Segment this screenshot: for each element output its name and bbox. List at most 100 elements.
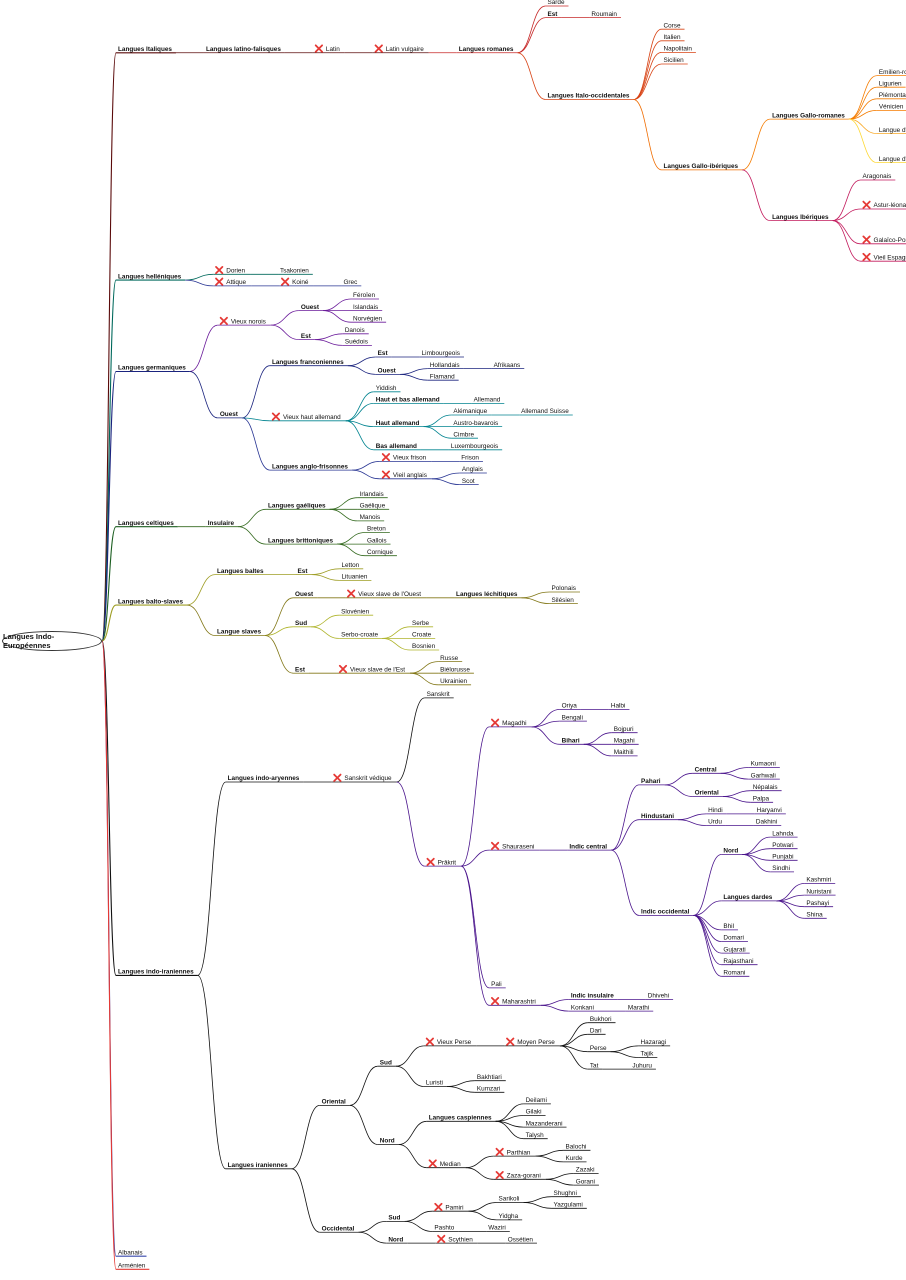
node-langue-d-oc[interactable]: Langue d'oc [879,156,906,163]
node-est[interactable]: Est [301,333,312,340]
node-lahnda[interactable]: Lahnda [772,830,794,837]
node-haut-allemand[interactable]: Haut allemand [376,420,420,427]
node-astur-leonais[interactable]: Astur-léonais [874,202,906,209]
node-bojpuri[interactable]: Bojpuri [614,726,634,733]
node-pashayi[interactable]: Pashayi [806,900,829,907]
node-langues-indo-aryennes[interactable]: Langues indo-aryennes [228,775,300,782]
node-indic-central[interactable]: Indic central [569,843,607,850]
node-est[interactable]: Est [547,11,558,18]
node-zazaki[interactable]: Zazaki [576,1167,595,1174]
node-pashto[interactable]: Pashto [434,1225,454,1232]
node-bengali[interactable]: Bengali [562,714,583,721]
node-vieux-frison[interactable]: Vieux frison [393,455,427,462]
node-indic-occidental[interactable]: Indic occidental [641,909,690,916]
node-haryanvi[interactable]: Haryanvi [757,807,782,814]
node-ouest[interactable]: Ouest [295,591,314,598]
node-langues-dardes[interactable]: Langues dardes [723,894,772,901]
node-indic-insulaire[interactable]: Indic insulaire [571,993,614,1000]
node-piemontais[interactable]: Piémontais [879,92,906,99]
node-waziri[interactable]: Waziri [488,1225,506,1232]
node-yiddish[interactable]: Yiddish [376,385,397,392]
node-sicilien[interactable]: Sicilien [663,57,684,64]
node-oriental[interactable]: Oriental [322,1099,346,1106]
node-vieux-perse[interactable]: Vieux Perse [437,1039,472,1046]
node-est[interactable]: Est [298,568,309,575]
node-langues-latino-falisques[interactable]: Langues latino-falisques [206,46,281,53]
node-garhwali[interactable]: Garhwali [751,772,776,779]
node-cimbre[interactable]: Cimbre [453,431,474,438]
node-islandais[interactable]: Islandais [353,304,378,311]
node-manois[interactable]: Manois [360,514,381,521]
node-napolitain[interactable]: Napolitain [663,46,692,53]
node-langues-celtiques[interactable]: Langues celtiques [118,520,174,527]
node-anglais[interactable]: Anglais [462,466,483,473]
node-austro-bavarois[interactable]: Austro-bavarois [453,420,498,427]
node-slovenien[interactable]: Slovénien [341,608,370,615]
node-sud[interactable]: Sud [388,1215,400,1222]
node-alemanique[interactable]: Alémanique [453,408,487,415]
node-bakhtiari[interactable]: Bakhtiari [477,1074,502,1081]
node-haut-et-bas-allemand[interactable]: Haut et bas allemand [376,397,440,404]
node-yidgha[interactable]: Yidgha [499,1213,519,1220]
node-kumzari[interactable]: Kumzari [477,1086,500,1093]
node-magadhi[interactable]: Magadhi [502,720,527,727]
node-flamand[interactable]: Flamand [430,373,455,380]
node-sanskrit[interactable]: Sanskrit [427,691,450,698]
node-nuristani[interactable]: Nuristani [806,888,831,895]
node-shina[interactable]: Shina [806,912,823,919]
node-langues-franconiennes[interactable]: Langues franconiennes [272,359,344,366]
node-cornique[interactable]: Cornique [367,549,393,556]
node-sarikoli[interactable]: Sarikoli [499,1196,520,1203]
node-armenien[interactable]: Arménien [118,1263,146,1270]
node-langue-d-oil[interactable]: Langue d'oïl [879,127,906,134]
node-corse[interactable]: Corse [663,22,680,29]
node-latin-vulgaire[interactable]: Latin vulgaire [386,46,424,53]
root-node[interactable]: Langues Indo-Européennes [2,631,102,651]
node-ouest[interactable]: Ouest [220,411,239,418]
node-grec[interactable]: Grec [343,279,358,286]
node-hollandais[interactable]: Hollandais [430,362,460,369]
node-langues-gaeliques[interactable]: Langues gaéliques [268,503,326,510]
node-est[interactable]: Est [378,350,389,357]
node-kurde[interactable]: Kurde [565,1155,582,1162]
node-balochi[interactable]: Balochi [565,1144,586,1151]
node-zaza-gorani[interactable]: Zaza-gorani [507,1173,541,1180]
node-prakrit[interactable]: Prâkrit [438,859,457,866]
node-vieux-norois[interactable]: Vieux norois [231,318,266,325]
node-maharashtri[interactable]: Maharashtri [502,999,536,1006]
node-langue-slaves[interactable]: Langue slaves [217,629,261,636]
node-vieux-haut-allemand[interactable]: Vieux haut allemand [283,414,341,421]
node-allemand[interactable]: Allemand [474,397,501,404]
node-occidental[interactable]: Occidental [322,1225,355,1232]
node-danois[interactable]: Danois [345,327,365,334]
node-magahi[interactable]: Magahi [614,738,635,745]
node-silesien[interactable]: Silésien [551,597,574,604]
node-dari[interactable]: Dari [590,1028,602,1035]
node-koine[interactable]: Koiné [292,279,309,286]
node-langues-anglo-frisonnes[interactable]: Langues anglo-frisonnes [272,463,348,470]
node-langues-iberiques[interactable]: Langues Ibériques [772,214,829,221]
node-kumaoni[interactable]: Kumaoni [751,761,776,768]
node-afrikaans[interactable]: Afrikaans [494,362,521,369]
node-langues-gallo-iberiques[interactable]: Langues Gallo-ibériques [663,163,738,170]
node-konkani[interactable]: Konkani [571,1004,594,1011]
node-langues-iraniennes[interactable]: Langues iraniennes [228,1162,288,1169]
node-shughni[interactable]: Shughni [553,1190,576,1197]
node-luristi[interactable]: Luristi [426,1080,443,1087]
node-langues-germaniques[interactable]: Langues germaniques [118,365,186,372]
node-bihari[interactable]: Bihari [562,738,580,745]
node-emilien-romagnol[interactable]: Emilien-romagnol [879,69,906,76]
node-tsakonien[interactable]: Tsakonien [280,268,309,275]
node-ligurien[interactable]: Ligurien [879,80,902,87]
node-langues-gallo-romanes[interactable]: Langues Gallo-romanes [772,112,845,119]
node-ossetien[interactable]: Ossétien [508,1236,534,1243]
node-est[interactable]: Est [295,666,306,673]
node-central[interactable]: Central [695,767,717,774]
node-sud[interactable]: Sud [380,1059,392,1066]
node-roumain[interactable]: Roumain [591,11,617,18]
node-langues-italo-occidentales[interactable]: Langues Italo-occidentales [547,93,629,100]
node-luxembourgeois[interactable]: Luxembourgeois [451,443,498,450]
node-nord[interactable]: Nord [380,1138,395,1145]
node-dhivehi[interactable]: Dhivehi [648,993,669,1000]
node-vieux-slave-de-l-est[interactable]: Vieux slave de l'Est [350,666,405,673]
